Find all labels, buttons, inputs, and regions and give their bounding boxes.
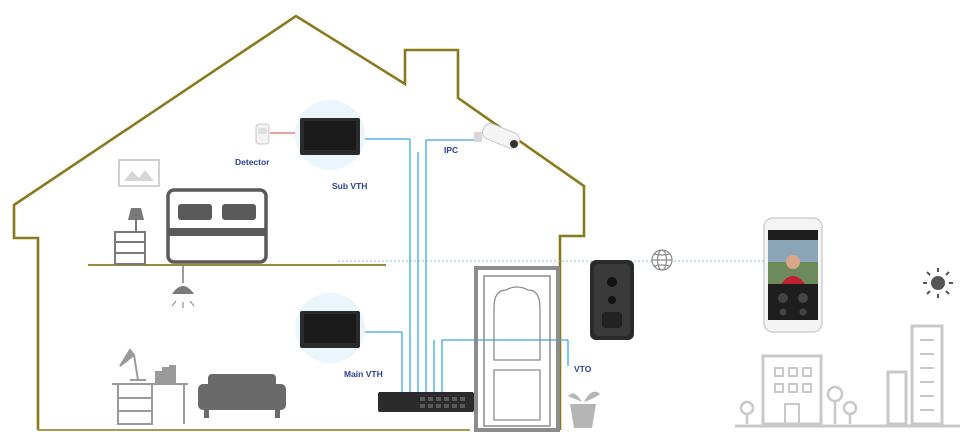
smartphone-icon (763, 217, 823, 333)
sun-icon (923, 268, 953, 298)
nightstand-icon (114, 208, 146, 265)
network-switch-icon (378, 392, 474, 412)
detector-label: Detector (235, 157, 270, 167)
house-outline (12, 14, 586, 430)
desk-icon (112, 348, 188, 425)
network-cabling (362, 138, 569, 392)
plant-icon (568, 391, 600, 428)
detector-icon (255, 123, 270, 145)
ipc-label: IPC (444, 145, 459, 155)
globe-icon (651, 249, 673, 271)
city-buildings-icon (735, 324, 960, 428)
sub-vth-label: Sub VTH (332, 181, 368, 191)
vto-door-station-icon (590, 260, 634, 340)
ipc-camera-icon (474, 123, 521, 149)
bed-icon (166, 188, 268, 264)
sofa-icon (198, 374, 286, 418)
ceiling-lamp-icon (171, 266, 195, 308)
vto-label: VTO (574, 364, 592, 374)
main-vth-icon (295, 293, 365, 363)
main-vth-label: Main VTH (344, 369, 383, 379)
sub-vth-icon (295, 100, 365, 170)
door-icon (474, 266, 560, 432)
picture-frame-icon (118, 159, 160, 187)
